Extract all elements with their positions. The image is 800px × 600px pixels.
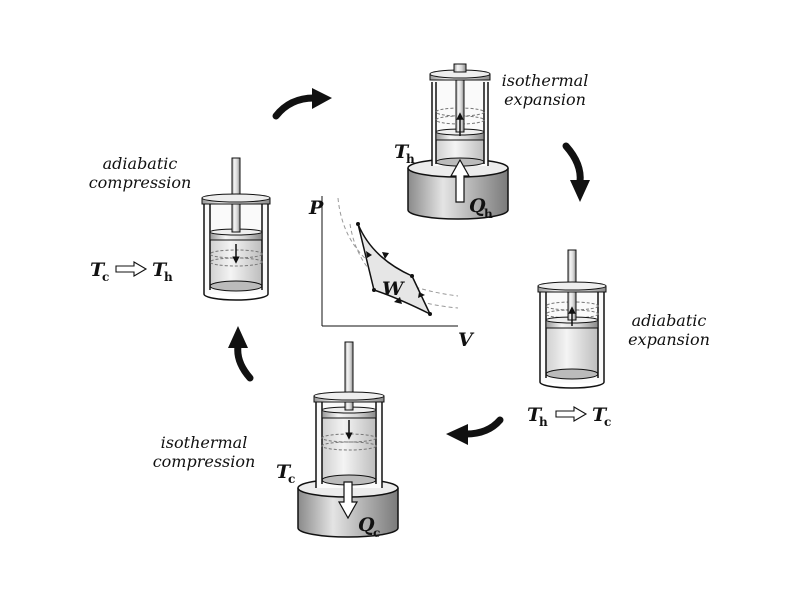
stage-label-line1: isothermal [502, 71, 589, 90]
stage-label-line2: compression [153, 452, 256, 471]
label-isothermal-expansion: isothermal expansion [502, 71, 589, 109]
cycle-arrows [228, 88, 590, 445]
svg-text:c: c [604, 415, 611, 429]
hollow-arrow-icon [555, 406, 588, 422]
arrow-right [562, 142, 590, 202]
label-isothermal-compression: isothermal compression [153, 433, 256, 471]
svg-text:T: T [592, 404, 608, 426]
arrow-top [272, 88, 332, 120]
cycle-loop [357, 223, 432, 316]
cylinder-adiabatic-compression [201, 157, 271, 301]
label-adiabatic-compression: adiabatic compression [89, 154, 192, 192]
v-axis-label: V [458, 329, 475, 351]
svg-text:T: T [527, 404, 543, 426]
heat-cold-label: Q c [358, 514, 380, 540]
svg-text:T: T [90, 259, 106, 281]
label-adiabatic-expansion: adiabatic expansion [628, 311, 710, 349]
svg-text:T: T [394, 141, 410, 163]
svg-text:c: c [288, 472, 295, 486]
temp-hot-top: T h [394, 141, 415, 166]
hollow-arrow-icon [115, 261, 148, 277]
stage-label-line1: isothermal [161, 433, 248, 452]
svg-text:c: c [373, 526, 380, 540]
stage-label-line1: adiabatic [632, 311, 707, 330]
svg-text:T: T [152, 259, 168, 281]
svg-text:Q: Q [469, 195, 486, 217]
loop-direction-arrow [382, 252, 389, 259]
svg-text:Q: Q [358, 514, 375, 536]
stage-label-line2: expansion [628, 330, 710, 349]
pv-diagram: P V W [308, 196, 475, 351]
svg-text:h: h [539, 415, 548, 429]
svg-text:h: h [406, 152, 415, 166]
cylinder-isothermal-expansion [407, 63, 509, 220]
cylinder-isothermal-compression [297, 341, 399, 538]
cold-isotherm [349, 223, 459, 309]
p-axis-label: P [308, 197, 324, 219]
stage-label-line2: compression [89, 173, 192, 192]
heat-out-arrow [337, 481, 359, 520]
stage-label-line1: adiabatic [103, 154, 178, 173]
temp-change-cold-to-hot: T c T h [90, 259, 173, 284]
temp-cold-bottom: T c [276, 461, 295, 486]
temp-change-hot-to-cold: T h T c [527, 404, 611, 429]
work-label: W [382, 278, 405, 300]
arrow-left [228, 326, 254, 382]
heat-hot-label: Q h [469, 195, 493, 221]
loop-direction-arrow [418, 292, 425, 298]
loop-direction-arrow [394, 297, 402, 304]
hot-isotherm [337, 197, 459, 297]
heat-in-arrow [449, 158, 471, 203]
svg-text:h: h [164, 270, 173, 284]
arrow-bottom [446, 416, 504, 445]
stage-label-line2: expansion [504, 90, 586, 109]
loop-direction-arrow [366, 251, 372, 258]
svg-text:T: T [276, 461, 292, 483]
svg-text:h: h [484, 207, 493, 221]
svg-text:c: c [102, 270, 109, 284]
cylinder-adiabatic-expansion [537, 249, 607, 389]
